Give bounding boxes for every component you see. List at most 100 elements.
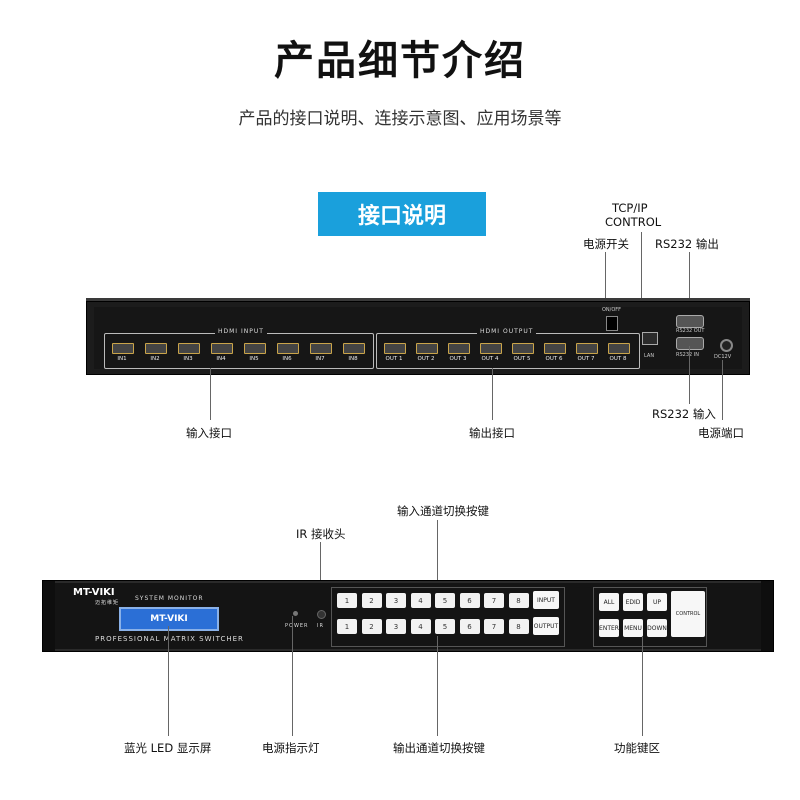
hdmi-input-port[interactable]: [277, 343, 299, 354]
ir-sensor: [317, 610, 326, 619]
function-key-frame: [593, 587, 707, 647]
dc-label: DC12V: [714, 354, 732, 360]
system-monitor-label: SYSTEM MONITOR: [135, 595, 204, 602]
rs232-out-port-label: RS232 OUT: [676, 328, 705, 334]
input-channel-key[interactable]: 8: [508, 593, 529, 608]
onoff-label: ON/OFF: [602, 307, 622, 313]
output-channel-key[interactable]: 8: [508, 619, 529, 634]
page-subtitle: 产品的接口说明、连接示意图、应用场景等: [238, 109, 562, 129]
hdmi-output-port-label: OUT 4: [481, 356, 499, 362]
hdmi-input-port-label: IN5: [249, 356, 259, 362]
output-port-leader: [492, 368, 493, 420]
tcp-ip-label: TCP/IP: [612, 201, 648, 215]
hdmi-input-port[interactable]: [145, 343, 167, 354]
hdmi-input-port[interactable]: [211, 343, 233, 354]
hdmi-output-port-label: OUT 7: [577, 356, 595, 362]
hdmi-input-group: HDMI INPUT: [104, 328, 374, 369]
hdmi-output-port[interactable]: [384, 343, 406, 354]
hdmi-output-port[interactable]: [512, 343, 534, 354]
output-channel-key[interactable]: 4: [410, 619, 431, 634]
input-channel-key[interactable]: 3: [386, 593, 406, 608]
output-channel-key[interactable]: 7: [484, 619, 504, 634]
hdmi-output-port-label: OUT 5: [513, 356, 531, 362]
channel-key-frame: [331, 587, 565, 647]
rack-ear-left: [43, 581, 55, 651]
hdmi-output-port[interactable]: [576, 343, 598, 354]
hdmi-output-port-label: OUT 2: [417, 356, 435, 362]
hdmi-output-port[interactable]: [544, 343, 566, 354]
output-channel-key[interactable]: 5: [435, 619, 455, 634]
output-channel-key[interactable]: 3: [386, 619, 406, 634]
hdmi-input-port[interactable]: [244, 343, 266, 354]
front-panel: MT-VIKI 迈拓维矩 SYSTEM MONITOR MT-VIKI PROF…: [42, 580, 774, 652]
product-name: PROFESSIONAL MATRIX SWITCHER: [95, 635, 244, 643]
input-channel-key[interactable]: 1: [337, 593, 357, 608]
rs232-in-label: RS232 输入: [652, 407, 716, 421]
input-channel-key[interactable]: 7: [484, 593, 504, 608]
power-switch[interactable]: [606, 316, 618, 331]
ir-receiver-label: IR 接收头: [296, 527, 346, 541]
rs232-in-port[interactable]: [676, 337, 704, 350]
ir-leader: [320, 542, 321, 606]
hdmi-input-port-label: IN1: [117, 356, 127, 362]
hdmi-input-port-label: IN3: [183, 356, 193, 362]
section-badge: 接口说明: [318, 192, 486, 236]
power-port-label: 电源端口: [698, 426, 744, 440]
dc-power-jack[interactable]: [720, 339, 733, 352]
output-channel-key[interactable]: 6: [459, 619, 480, 634]
hdmi-input-port[interactable]: [343, 343, 365, 354]
hdmi-output-port[interactable]: [448, 343, 470, 354]
hdmi-input-port[interactable]: [310, 343, 332, 354]
hdmi-output-port[interactable]: [416, 343, 438, 354]
power-led-label: POWER: [285, 623, 309, 629]
power-switch-label: 电源开关: [583, 237, 629, 251]
hdmi-output-port-label: OUT 8: [609, 356, 627, 362]
function-keys-leader: [642, 636, 643, 736]
function-key-edid[interactable]: EDID: [623, 593, 643, 611]
input-channel-key[interactable]: 2: [361, 593, 382, 608]
page-title: 产品细节介绍: [274, 38, 526, 84]
input-port-leader: [210, 368, 211, 420]
function-key-up[interactable]: UP: [647, 593, 667, 611]
function-key-down[interactable]: DOWN: [647, 619, 667, 637]
brand-logo: MT-VIKI: [73, 587, 115, 598]
hdmi-output-port-label: OUT 3: [449, 356, 467, 362]
output-key[interactable]: OUTPUT: [533, 617, 559, 635]
power-indicator-label: 电源指示灯: [262, 741, 320, 755]
output-channel-key[interactable]: 2: [361, 619, 382, 634]
hdmi-output-port-label: OUT 1: [385, 356, 403, 362]
hdmi-input-port-label: IN4: [216, 356, 226, 362]
input-channel-key[interactable]: 6: [459, 593, 480, 608]
tcp-ip-leader: [641, 232, 642, 324]
hdmi-output-port[interactable]: [608, 343, 630, 354]
hdmi-input-port[interactable]: [112, 343, 134, 354]
lan-port[interactable]: [642, 332, 658, 345]
input-channel-key[interactable]: 4: [410, 593, 431, 608]
rs232-in-leader: [689, 346, 690, 404]
hdmi-input-port-label: IN8: [348, 356, 358, 362]
output-channel-key[interactable]: 1: [337, 619, 357, 634]
hdmi-output-port[interactable]: [480, 343, 502, 354]
control-panel-label: CONTROL: [671, 591, 705, 637]
rs232-out-port[interactable]: [676, 315, 704, 328]
input-key[interactable]: INPUT: [533, 591, 559, 609]
function-key-enter[interactable]: ENTER: [599, 619, 619, 637]
input-channel-key[interactable]: 5: [435, 593, 455, 608]
hdmi-input-port[interactable]: [178, 343, 200, 354]
function-key-all[interactable]: ALL: [599, 593, 619, 611]
input-keys-leader: [437, 520, 438, 582]
hdmi-input-port-label: IN7: [315, 356, 325, 362]
rs232-out-label: RS232 输出: [655, 237, 719, 251]
output-keys-leader: [437, 636, 438, 736]
hdmi-input-port-label: IN2: [150, 356, 160, 362]
function-key-menu[interactable]: MENU: [623, 619, 643, 637]
lcd-screen: MT-VIKI: [119, 607, 219, 631]
power-led-leader: [292, 616, 293, 736]
power-port-leader: [722, 360, 723, 420]
output-port-label: 输出接口: [469, 426, 515, 440]
rs232-in-port-label: RS232 IN: [676, 352, 699, 358]
output-switch-keys-label: 输出通道切换按键: [393, 741, 485, 755]
lan-label: LAN: [644, 353, 655, 359]
